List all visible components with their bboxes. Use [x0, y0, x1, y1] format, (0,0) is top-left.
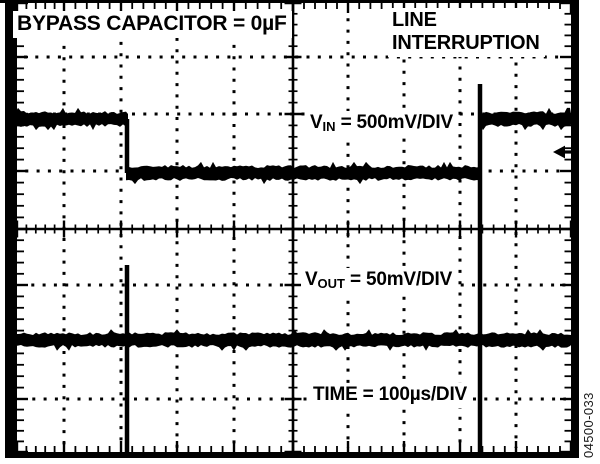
- vin-symbol: V: [310, 112, 323, 133]
- figure-number: 04500-033: [581, 392, 596, 458]
- vin-scale-text: = 500mV/DIV: [335, 112, 454, 133]
- time-scale-label: TIME = 100µs/DIV: [309, 383, 473, 408]
- reference-arrow-icon: [553, 145, 572, 159]
- vout-scale-label: VOUT = 50mV/DIV: [301, 268, 458, 293]
- line-interruption-label-line2: INTERRUPTION: [392, 32, 540, 54]
- vin-trace: [15, 84, 571, 452]
- vout-symbol: V: [305, 269, 318, 290]
- vin-scale-label: VIN = 500mV/DIV: [306, 111, 458, 136]
- vin-subscript: IN: [322, 119, 336, 134]
- line-interruption-label-line1: LINE: [392, 9, 437, 31]
- vout-scale-text: = 50mV/DIV: [344, 269, 453, 290]
- line-interruption-label: LINE INTERRUPTION: [388, 8, 545, 57]
- bypass-capacitor-label: BYPASS CAPACITOR = 0µF: [13, 11, 292, 39]
- vout-trace: [15, 265, 571, 452]
- vout-subscript: OUT: [317, 276, 345, 291]
